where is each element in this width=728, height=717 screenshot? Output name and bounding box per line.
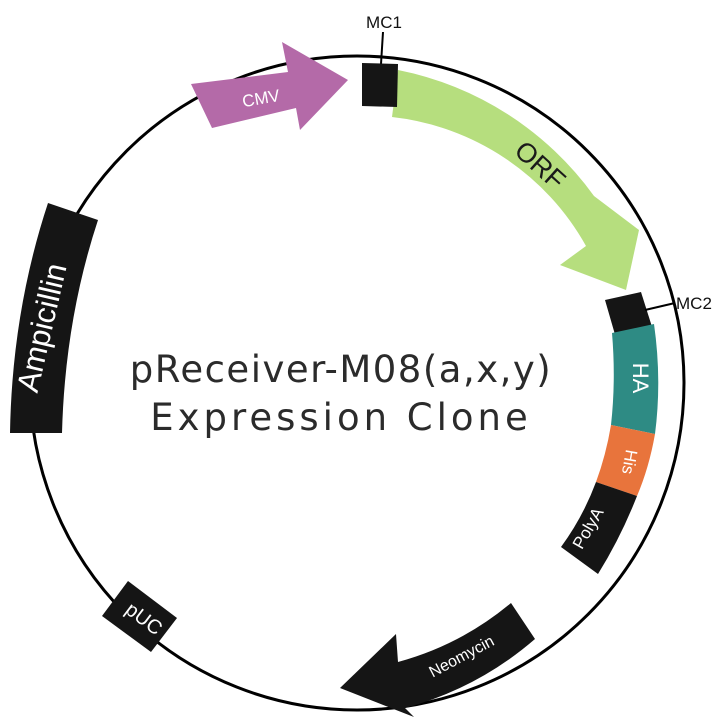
orf-arrow — [392, 70, 639, 290]
ha-label: HA — [628, 363, 653, 394]
puc-segment — [102, 581, 177, 652]
cmv-arrow — [191, 42, 348, 130]
his-label: His — [618, 448, 641, 475]
mc2-tick — [644, 302, 676, 311]
ampicillin-segment — [10, 203, 98, 433]
ha-segment — [611, 324, 659, 434]
polya-segment — [561, 482, 637, 574]
title-line-2: Expression Clone — [150, 396, 532, 439]
mc2-label: MC2 — [676, 294, 712, 313]
mc1-block — [362, 63, 398, 107]
neomycin-arrow — [340, 603, 535, 717]
title-line-1: pReceiver-M08(a,x,y) — [130, 348, 552, 391]
his-segment — [596, 425, 655, 496]
mc2-block — [605, 292, 653, 338]
mc1-label: MC1 — [366, 13, 402, 32]
mc1-tick — [380, 31, 384, 65]
